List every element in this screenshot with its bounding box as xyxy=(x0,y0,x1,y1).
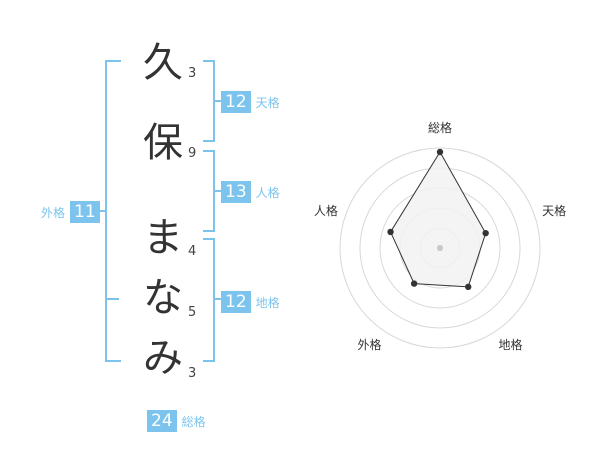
jin-kaku-value: 13 xyxy=(221,181,251,203)
name-char-1: 久 xyxy=(143,40,183,86)
jin-connector-tick xyxy=(213,190,221,192)
sou-kaku-value: 24 xyxy=(147,410,177,432)
jin-kaku-label: 人格 xyxy=(255,185,280,200)
stroke-count-1: 3 xyxy=(188,66,197,81)
ten-kaku-value: 12 xyxy=(221,91,251,113)
stroke-count-4: 5 xyxy=(188,305,197,320)
chi-kaku: 12 地格 xyxy=(221,291,285,313)
gai-kaku: 外格 11 xyxy=(36,201,100,223)
stroke-count-3: 4 xyxy=(188,244,197,259)
sou-kaku-label: 総格 xyxy=(181,414,206,429)
chi-connector-tick xyxy=(213,298,221,300)
radar-point-3 xyxy=(465,283,472,291)
radar-point-4 xyxy=(410,280,418,287)
chi-kaku-value: 12 xyxy=(221,291,251,313)
name-char-5: み xyxy=(143,335,183,381)
gai-kaku-label: 外格 xyxy=(41,205,66,220)
radar-point-5 xyxy=(387,228,394,236)
radar-point-1 xyxy=(436,148,444,156)
name-char-4: な xyxy=(143,275,183,321)
stroke-count-5: 3 xyxy=(188,366,197,381)
radar-grid-ring xyxy=(339,147,541,349)
stroke-count-2: 9 xyxy=(188,146,197,161)
name-char-3: ま xyxy=(143,215,183,261)
chi-kaku-label: 地格 xyxy=(255,295,280,310)
radar-axis-label-4: 外格 xyxy=(357,337,381,352)
name-char-2: 保 xyxy=(143,120,183,166)
radar-point-2 xyxy=(482,229,489,237)
radar-axis-label-1: 総格 xyxy=(428,120,452,135)
radar-axis-label-2: 天格 xyxy=(542,203,566,218)
radar-data-area xyxy=(389,151,487,288)
ten-kaku-label: 天格 xyxy=(255,95,280,110)
ten-kaku: 12 天格 xyxy=(221,91,285,113)
sou-kaku: 24 総格 xyxy=(147,410,211,432)
gai-bracket xyxy=(105,60,121,362)
chi-bracket xyxy=(203,238,215,362)
jin-kaku: 13 人格 xyxy=(221,181,285,203)
radar-axis-label-5: 人格 xyxy=(314,203,338,218)
radar-center-dot xyxy=(437,245,443,251)
radar-axis-label-3: 地格 xyxy=(499,337,523,352)
radar-data-points xyxy=(387,148,489,291)
ten-connector-tick xyxy=(213,100,221,102)
gai-connector-tick xyxy=(99,210,107,212)
gai-kaku-value: 11 xyxy=(70,201,100,223)
gai-divider-tick xyxy=(105,298,119,300)
